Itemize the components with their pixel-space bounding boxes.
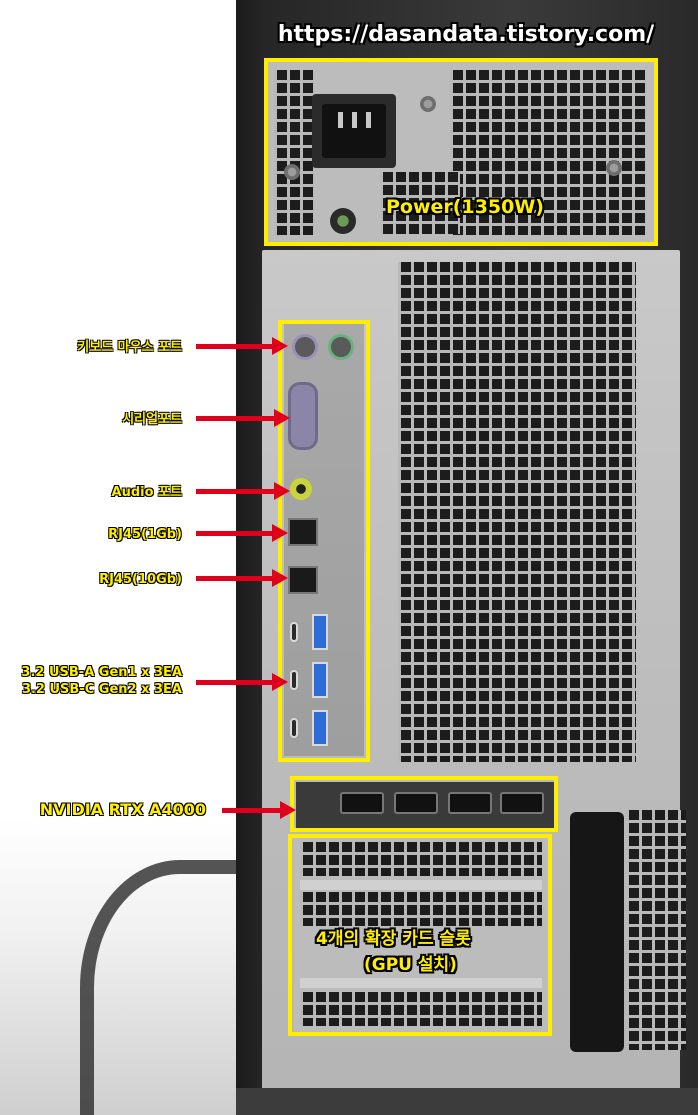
displayport-icon — [394, 792, 438, 814]
displayport-icon — [500, 792, 544, 814]
slot-vent — [300, 892, 542, 926]
usb-c-port-icon — [290, 718, 298, 738]
label-usb-a: 3.2 USB-A Gen1 x 3EA — [21, 665, 182, 680]
io-highlight-box — [278, 320, 370, 762]
arrow-gpu-icon — [222, 801, 296, 819]
main-vent — [398, 262, 636, 762]
arrow-usb-icon — [196, 673, 288, 691]
usb-a-port-icon — [312, 710, 328, 746]
usb-a-port-icon — [312, 614, 328, 650]
arrow-rj45-10g-icon — [196, 569, 288, 587]
expansion-highlight-box — [288, 834, 552, 1036]
usb-c-port-icon — [290, 622, 298, 642]
arrow-audio-icon — [196, 482, 290, 500]
power-pin — [338, 112, 343, 128]
case-foot — [236, 1088, 698, 1115]
psu-vent-right — [450, 70, 646, 235]
case-handle — [570, 812, 624, 1052]
power-caption: Power(1350W) — [386, 196, 544, 218]
slot-cover — [300, 880, 542, 890]
screw-icon — [284, 164, 300, 180]
ps2-port-icon — [328, 334, 354, 360]
power-highlight-box — [264, 58, 658, 246]
audio-jack-icon — [290, 478, 312, 500]
label-audio: Audio 포트 — [111, 485, 182, 500]
power-pin — [352, 112, 357, 128]
expansion-caption-line2: (GPU 설치) — [364, 955, 457, 975]
label-rj45-10g: RJ45(10Gb) — [99, 572, 182, 587]
arrow-rj45-1g-icon — [196, 524, 288, 542]
psu-vent-bottom — [380, 172, 460, 234]
usb-c-port-icon — [290, 670, 298, 690]
slot-vent — [300, 992, 542, 1026]
rj45-port-icon — [288, 566, 318, 594]
label-keyboard-mouse: 키보드 마우스 포트 — [77, 340, 182, 355]
arrow-keyboard-mouse-icon — [196, 337, 288, 355]
rear-vent-strip — [626, 810, 686, 1050]
screw-icon — [420, 96, 436, 112]
slot-cover — [300, 978, 542, 988]
rj45-port-icon — [288, 518, 318, 546]
label-serial: 시리얼포트 — [122, 412, 182, 427]
watermark-url: https://dasandata.tistory.com/ — [277, 22, 655, 47]
psu-vent-left — [274, 70, 314, 235]
displayport-icon — [340, 792, 384, 814]
psu-led-icon — [330, 208, 356, 234]
expansion-caption-line1: 4개의 확장 카드 슬롯 — [316, 929, 471, 949]
usb-a-port-icon — [312, 662, 328, 698]
label-rj45-1g: RJ45(1Gb) — [108, 527, 182, 542]
arrow-serial-icon — [196, 409, 290, 427]
ps2-port-icon — [292, 334, 318, 360]
displayport-icon — [448, 792, 492, 814]
gpu-highlight-box — [290, 776, 558, 832]
slot-vent — [300, 842, 542, 876]
power-pin — [366, 112, 371, 128]
screw-icon — [606, 160, 622, 176]
label-usb-c: 3.2 USB-C Gen2 x 3EA — [21, 682, 182, 697]
label-gpu: NVIDIA RTX A4000 — [39, 800, 206, 819]
